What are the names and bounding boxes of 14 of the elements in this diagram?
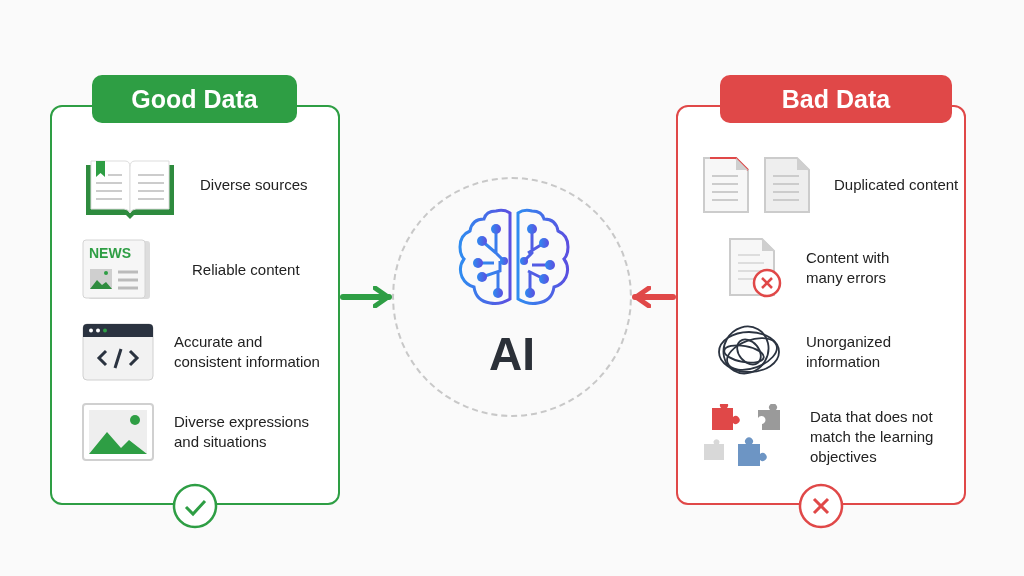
item-text: Data that does not match the learning objectives [810, 407, 935, 467]
panel-heading: Good Data [92, 75, 297, 123]
item-text: Duplicated content [834, 175, 960, 195]
item-text: Accurate and consistent information [174, 332, 321, 372]
item-text: Unorganized information [806, 332, 893, 372]
item-text: Content with many errors [806, 248, 891, 288]
item-text: Diverse sources [200, 175, 309, 195]
arrow [340, 285, 392, 309]
panel-heading: Bad Data [720, 75, 952, 123]
node-title: AI [488, 329, 536, 379]
icon-text: NEWS [89, 245, 131, 261]
item-text: Diverse expressions and situations [174, 412, 311, 452]
item-text: Reliable content [192, 260, 301, 280]
arrow [632, 285, 676, 309]
